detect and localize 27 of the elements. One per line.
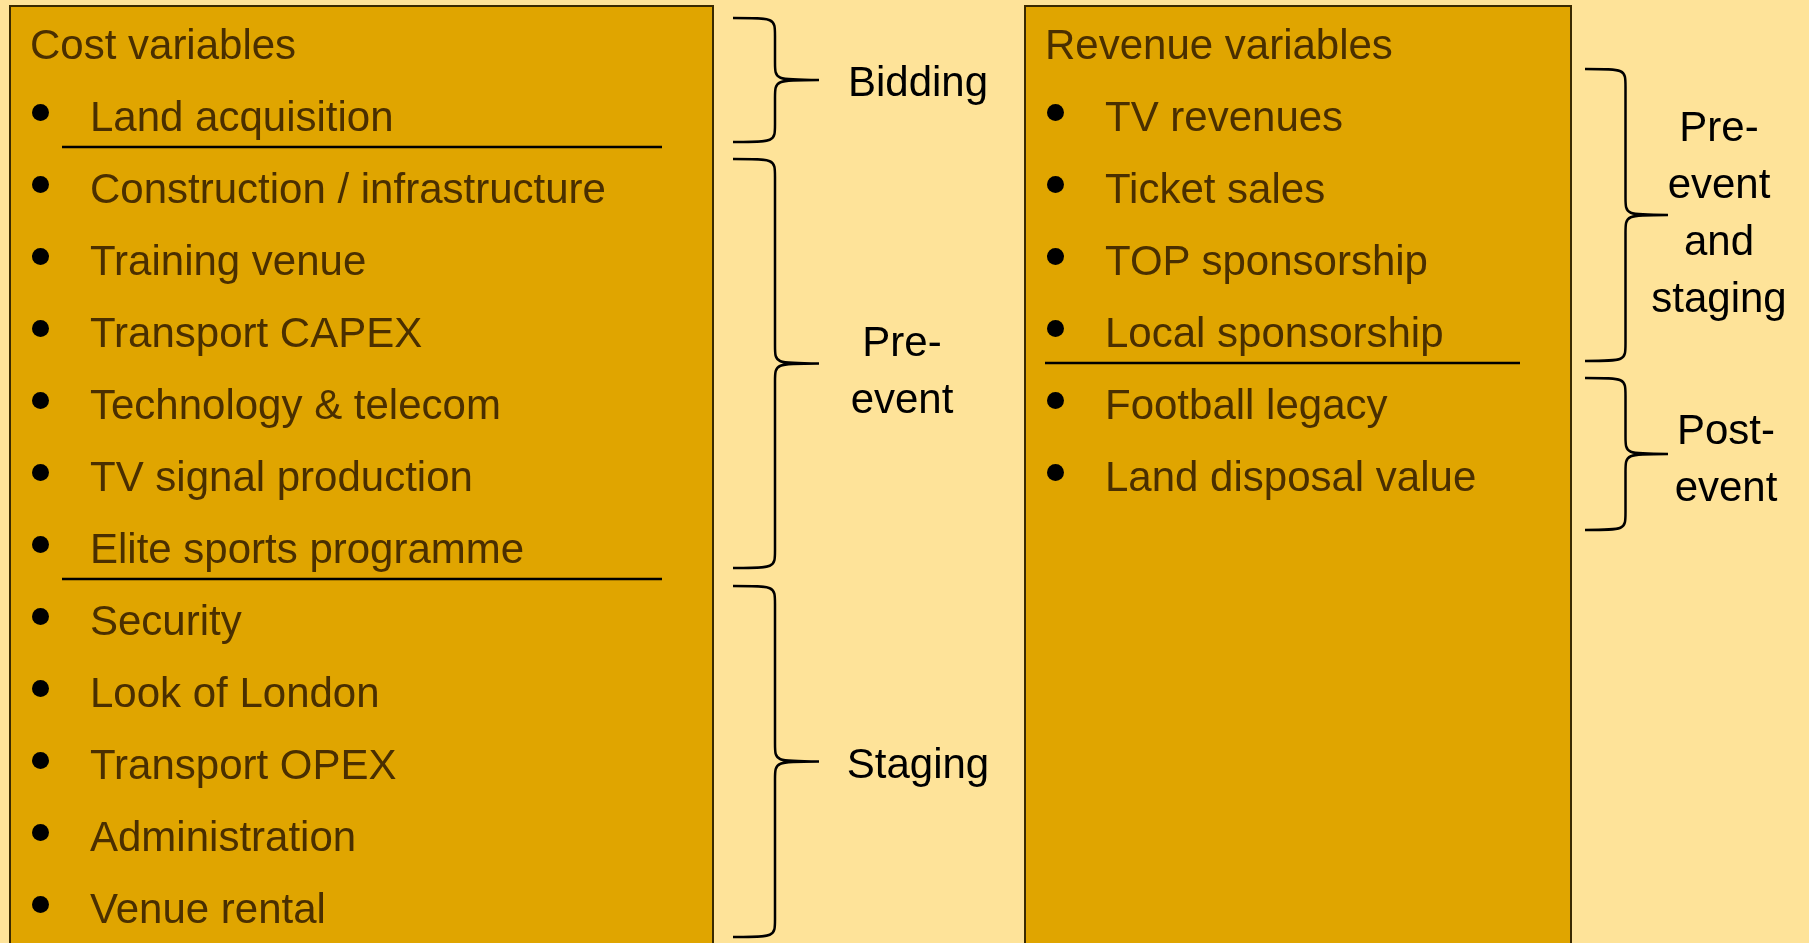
list-panel [9, 5, 714, 943]
list-item: Football legacy [1105, 380, 1388, 430]
list-item: Security [90, 596, 242, 646]
list-item: Technology & telecom [90, 380, 501, 430]
list-item: Elite sports programme [90, 524, 525, 574]
panel-heading: Cost variables [30, 20, 297, 70]
list-item: Administration [90, 812, 357, 862]
phase-label: Staging [845, 738, 991, 789]
list-item: Local sponsorship [1105, 308, 1444, 358]
phase-label: Post-event [1673, 405, 1779, 512]
list-item: Transport CAPEX [90, 308, 423, 358]
list-item: Transport OPEX [90, 740, 397, 790]
list-item: Look of London [90, 668, 380, 718]
phase-label: Pre-event and staging [1650, 102, 1788, 323]
phase-label: Bidding [846, 56, 990, 107]
list-panel [1024, 5, 1572, 943]
list-item: TOP sponsorship [1105, 236, 1428, 286]
list-item: Construction / infrastructure [90, 164, 606, 214]
list-item: Land acquisition [90, 92, 394, 142]
phase-label: Pre-event [849, 317, 955, 424]
list-item: Ticket sales [1105, 164, 1326, 214]
list-item: Venue rental [90, 884, 326, 934]
panel-heading: Revenue variables [1045, 20, 1393, 70]
list-item: TV signal production [90, 452, 473, 502]
list-item: Land disposal value [1105, 452, 1477, 502]
list-item: Training venue [90, 236, 367, 286]
list-item: TV revenues [1105, 92, 1344, 142]
